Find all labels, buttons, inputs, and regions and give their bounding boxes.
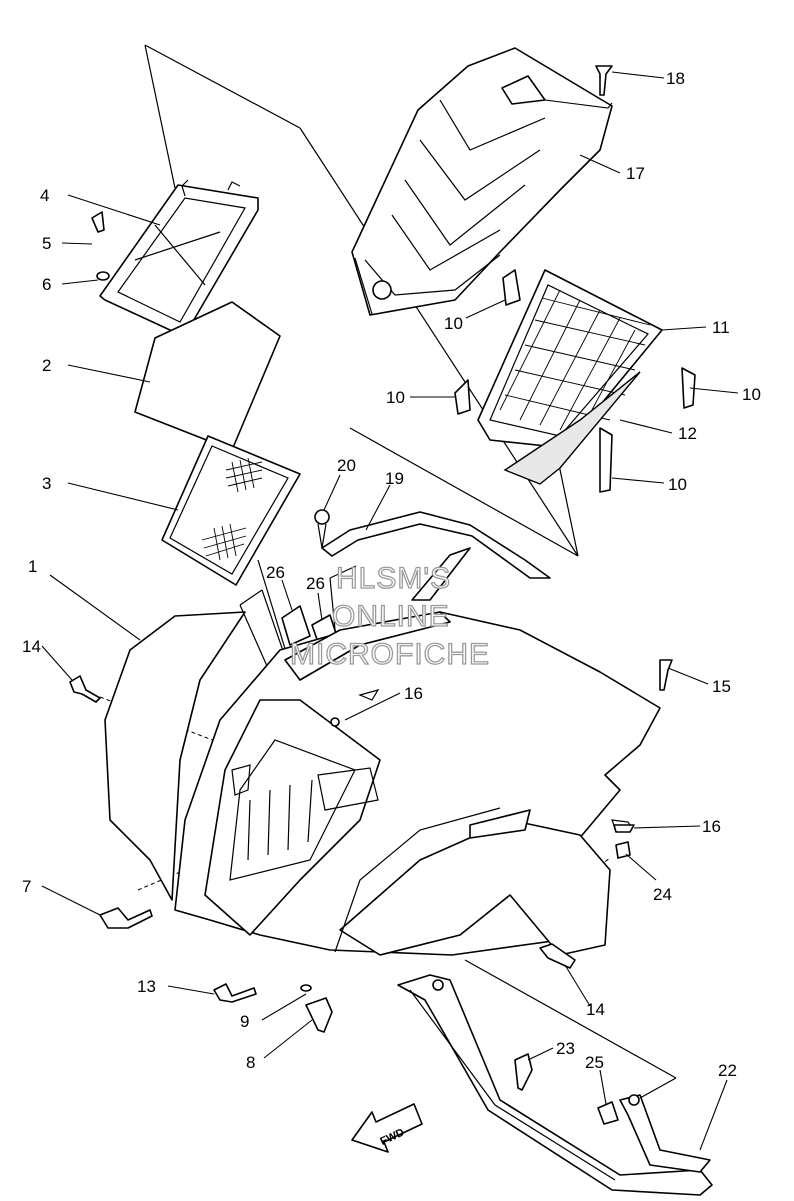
part-8-cap [305, 997, 333, 1033]
part-15-bolt [659, 659, 673, 691]
callout-19: 16 [404, 684, 423, 703]
part-7-fastener [99, 907, 153, 929]
callout-26-a: 26 [266, 563, 285, 582]
part-11-grille [477, 269, 663, 449]
callout-20: 19 [385, 469, 404, 488]
callout-10-d: 10 [668, 475, 687, 494]
callout-4: 4 [40, 186, 49, 205]
callout-14-lower: 14 [586, 1000, 605, 1019]
callout-9: 9 [240, 1012, 249, 1031]
part-5-screw [91, 211, 105, 233]
fasteners [69, 65, 673, 1125]
part-21-rivet [314, 509, 330, 549]
callout-6: 6 [42, 275, 51, 294]
watermark-line-2: ONLINE [332, 600, 450, 633]
callout-25: 25 [585, 1053, 604, 1072]
part-6-washer [96, 271, 110, 281]
callout-24: 24 [653, 885, 672, 904]
callout-5: 5 [42, 234, 51, 253]
callout-12: 12 [678, 424, 697, 443]
watermark-line-3: MICROFICHE [290, 638, 490, 671]
watermark: HLSM'S ONLINE MICROFICHE [289, 561, 490, 671]
part-12-grille-backing [503, 371, 641, 485]
callout-18: 18 [666, 69, 685, 88]
leader-lines [41, 71, 739, 1151]
callout-1: 1 [28, 557, 37, 576]
callout-2: 2 [42, 356, 51, 375]
part-10-clips [454, 269, 696, 493]
callout-22: 22 [718, 1061, 737, 1080]
callout-17: 17 [626, 164, 645, 183]
part-13-bolt [213, 983, 257, 1003]
part-20-bracket-strip [321, 511, 551, 601]
part-9-washer [300, 984, 312, 992]
callout-23: 23 [556, 1039, 575, 1058]
part-1-front-fender [104, 611, 661, 956]
part-22-bumper [397, 974, 713, 1196]
callout-10-a: 10 [444, 314, 463, 333]
part-17-upper-cover [351, 47, 613, 316]
part-14-bolt-upper [69, 675, 101, 703]
part-4-filter-cage [99, 179, 259, 336]
callout-16: 16 [702, 817, 721, 836]
callout-3: 3 [42, 474, 51, 493]
callout-21: 20 [337, 456, 356, 475]
callout-8: 8 [246, 1053, 255, 1072]
part-18-screw [595, 65, 613, 96]
part-2-filter-panel [134, 301, 281, 451]
callout-7: 7 [22, 877, 31, 896]
watermark-line-1: HLSM'S [336, 562, 451, 595]
part-25-nut [597, 1101, 619, 1125]
forward-direction-arrow: FWD [351, 1103, 423, 1153]
callout-14-upper: 14 [22, 637, 41, 656]
part-23-bolt [514, 1053, 533, 1091]
callout-15: 15 [712, 677, 731, 696]
part-3-screen [161, 435, 301, 586]
part-16-clip [613, 824, 635, 833]
callout-26-b: 26 [306, 574, 325, 593]
callout-labels: 4 5 6 2 3 1 14 7 13 9 8 18 17 10 10 10 1… [22, 69, 761, 1080]
callout-10-b: 10 [386, 388, 405, 407]
callout-10-c: 10 [742, 385, 761, 404]
part-14-bolt-lower [539, 943, 576, 969]
callout-11: 11 [712, 318, 730, 337]
callout-13: 13 [137, 977, 156, 996]
